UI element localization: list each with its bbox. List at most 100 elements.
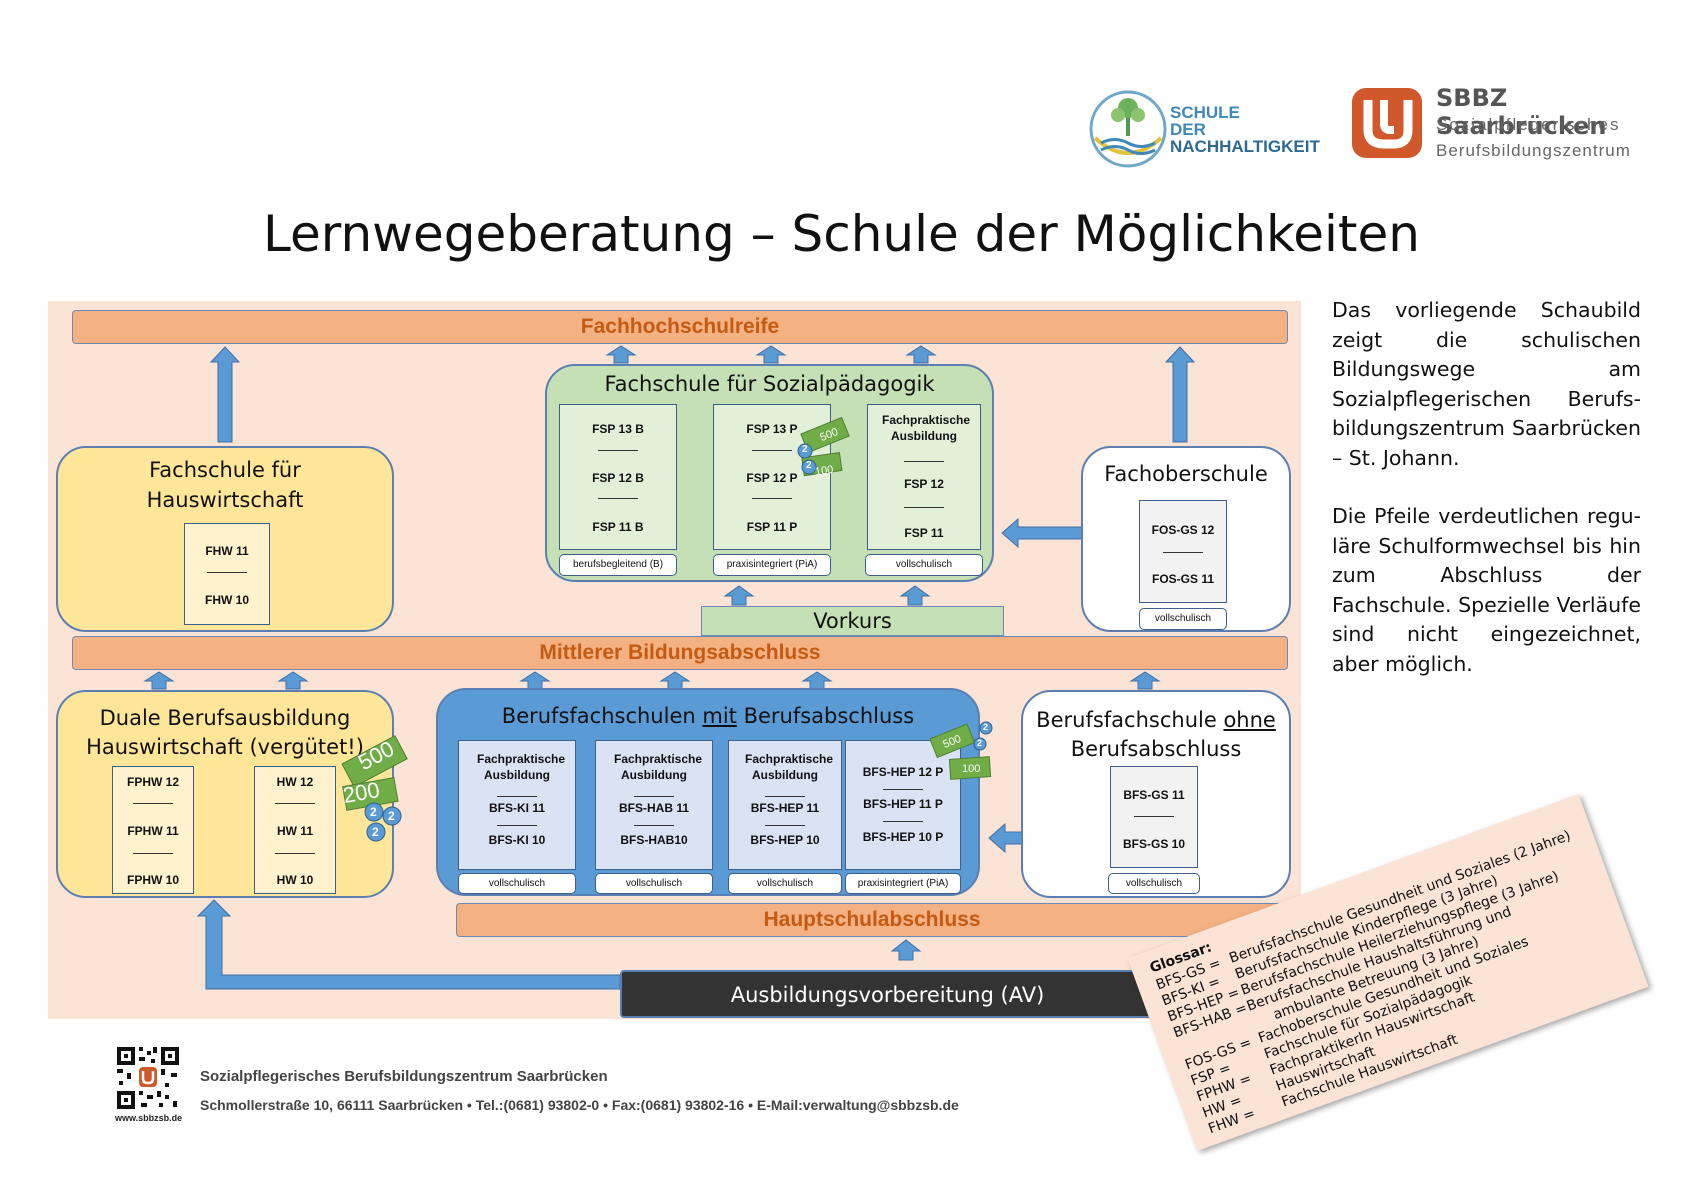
class-label: FPHW 12 (126, 775, 179, 789)
label-praxisintegriert: praxisintegriert (PiA) (845, 873, 961, 894)
divider (133, 803, 173, 804)
class-label: FOS-GS 11 (1151, 572, 1215, 586)
divider (904, 461, 944, 462)
band-hauptschulabschluss: Hauptschulabschluss (456, 903, 1288, 937)
divider (634, 796, 674, 797)
money-icon-fsp (797, 416, 850, 477)
coin-label: 2 (983, 722, 989, 732)
dual-column-fphw: FPHW 12 FPHW 11 FPHW 10 (112, 766, 194, 894)
label-vollschulisch: vollschulisch (595, 873, 713, 894)
arrow-up-mba-2 (277, 671, 309, 690)
arrow-up-vorkurs-2 (899, 585, 931, 606)
footer-url: www.sbbzsb.de (115, 1113, 183, 1123)
class-label: BFS-HEP 10 P (862, 830, 944, 844)
class-label: BFS-HEP 11 (750, 801, 820, 815)
divider (765, 796, 805, 797)
arrow-up-fsp-1 (605, 345, 637, 364)
coin-label: 2 (806, 460, 812, 471)
nachhaltigkeit-logo-text: SCHULE DER NACHHALTIGKEIT (1170, 104, 1320, 155)
coin-label: 2 (372, 825, 379, 839)
fsp-column-p: FSP 13 P FSP 12 P FSP 11 P (713, 404, 831, 550)
band-ausbildungsvorbereitung: Ausbildungsvorbereitung (AV) (620, 970, 1155, 1018)
divider (634, 825, 674, 826)
footer-organization: Sozialpflegerisches Berufsbildungszentru… (200, 1068, 608, 1085)
class-label: HW 10 (276, 873, 314, 887)
box-title: Fachschule für (149, 458, 301, 482)
fos-column: FOS-GS 12 FOS-GS 11 (1139, 500, 1227, 603)
class-label: FOS-GS 12 (1151, 523, 1215, 537)
divider (765, 825, 805, 826)
description-paragraph-2: Die Pfeile verdeutlichen regu-läre Schul… (1332, 504, 1641, 676)
logo-text-line: DER (1170, 120, 1206, 139)
coin-label: 2 (977, 738, 983, 748)
sbbz-logo-title: SBBZ Saarbrücken (1436, 84, 1607, 140)
class-label: FSP 11 B (592, 520, 644, 534)
arrow-up-mba-5 (801, 671, 833, 690)
box-title: Berufsfachschulen mit Berufsabschluss (438, 702, 978, 731)
bfs-gs-column: BFS-GS 11 BFS-GS 10 (1110, 766, 1198, 868)
divider (275, 803, 315, 804)
money-icon-bfs (930, 721, 993, 780)
fsp-column-vollschulisch: Fachpraktische Ausbildung FSP 12 FSP 11 (867, 404, 981, 550)
box-duale-berufsausbildung: Duale Berufsausbildung Hauswirtschaft (v… (56, 690, 394, 898)
class-label: BFS-GS 10 (1122, 837, 1185, 851)
divider (752, 450, 792, 451)
arrow-left-fos-fsp (1001, 517, 1084, 549)
title-part-underlined: ohne (1223, 708, 1276, 732)
box-berufsfachschule-ohne-abschluss: Berufsfachschule ohne Berufsabschluss BF… (1021, 690, 1291, 898)
arrow-up-fos (1164, 346, 1196, 443)
divider (497, 825, 537, 826)
box-fachschule-hauswirtschaft: Fachschule für Hauswirtschaft FHW 11 FHW… (56, 446, 394, 632)
box-berufsfachschulen-mit-abschluss: Berufsfachschulen mit Berufsabschluss Fa… (436, 688, 980, 896)
divider (598, 498, 638, 499)
class-label: BFS-HAB10 (620, 833, 688, 847)
class-label: BFS-HEP 10 (750, 833, 820, 847)
description-text: Das vorliegende Schaubild zeigt die schu… (1332, 296, 1641, 679)
label-vollschulisch: vollschulisch (728, 873, 842, 894)
money-100-label: 100 (814, 463, 835, 479)
class-label: HW 12 (276, 775, 314, 789)
box-title: Duale Berufsausbildung (99, 706, 351, 730)
divider (883, 821, 923, 822)
class-label: FPHW 11 (127, 824, 179, 838)
box-fachoberschule: Fachoberschule FOS-GS 12 FOS-GS 11 volls… (1081, 446, 1291, 632)
bfs-ki-column: Fachpraktische Ausbildung BFS-KI 11 BFS-… (458, 740, 576, 870)
class-label: FSP 13 B (592, 422, 644, 436)
band-fachhochschulreife: Fachhochschulreife (72, 310, 1288, 344)
coin-label: 2 (388, 809, 395, 823)
divider (497, 796, 537, 797)
label-vollschulisch: vollschulisch (1108, 873, 1200, 894)
arrow-up-vorkurs-1 (723, 585, 755, 606)
class-label: FSP 12 B (592, 471, 644, 485)
divider (1134, 816, 1174, 817)
band-mittlerer-bildungsabschluss: Mittlerer Bildungsabschluss (72, 636, 1288, 670)
arrow-up-fsp-3 (905, 345, 937, 364)
sbbz-logo-icon (1352, 88, 1422, 158)
box-title: Hauswirtschaft (vergütet!) (86, 735, 364, 759)
money-100-label: 100 (962, 763, 981, 775)
title-part: Berufsfachschulen (501, 704, 703, 728)
box-title: Berufsabschluss (1070, 737, 1242, 761)
class-label: BFS-GS 11 (1123, 788, 1185, 802)
coin-label: 2 (370, 805, 377, 819)
money-icon-dual (341, 735, 408, 842)
bfs-hep-p-column: BFS-HEP 12 P BFS-HEP 11 P BFS-HEP 10 P (845, 740, 961, 870)
box-title: Berufsfachschule ohne (1023, 706, 1289, 735)
band-vorkurs: Vorkurs (701, 606, 1004, 636)
logo-text-line: SCHULE (1170, 103, 1240, 122)
bfs-hep-column: Fachpraktische Ausbildung BFS-HEP 11 BFS… (728, 740, 842, 870)
label-vollschulisch: vollschulisch (1139, 608, 1227, 630)
arrow-up-mba-4 (659, 671, 691, 690)
class-label: BFS-KI 10 (488, 833, 546, 847)
divider (598, 450, 638, 451)
description-paragraph-1: Das vorliegende Schaubild zeigt die schu… (1332, 298, 1641, 470)
divider (1163, 552, 1203, 553)
class-label: BFS-KI 11 (488, 801, 545, 815)
class-label: FSP 12 P (746, 471, 798, 485)
divider (133, 853, 173, 854)
qr-code-icon (115, 1045, 181, 1111)
class-label: FSP 11 (904, 526, 944, 540)
class-label: BFS-HEP 12 P (862, 765, 944, 779)
divider (904, 507, 944, 508)
class-label: FSP 11 P (746, 520, 798, 534)
